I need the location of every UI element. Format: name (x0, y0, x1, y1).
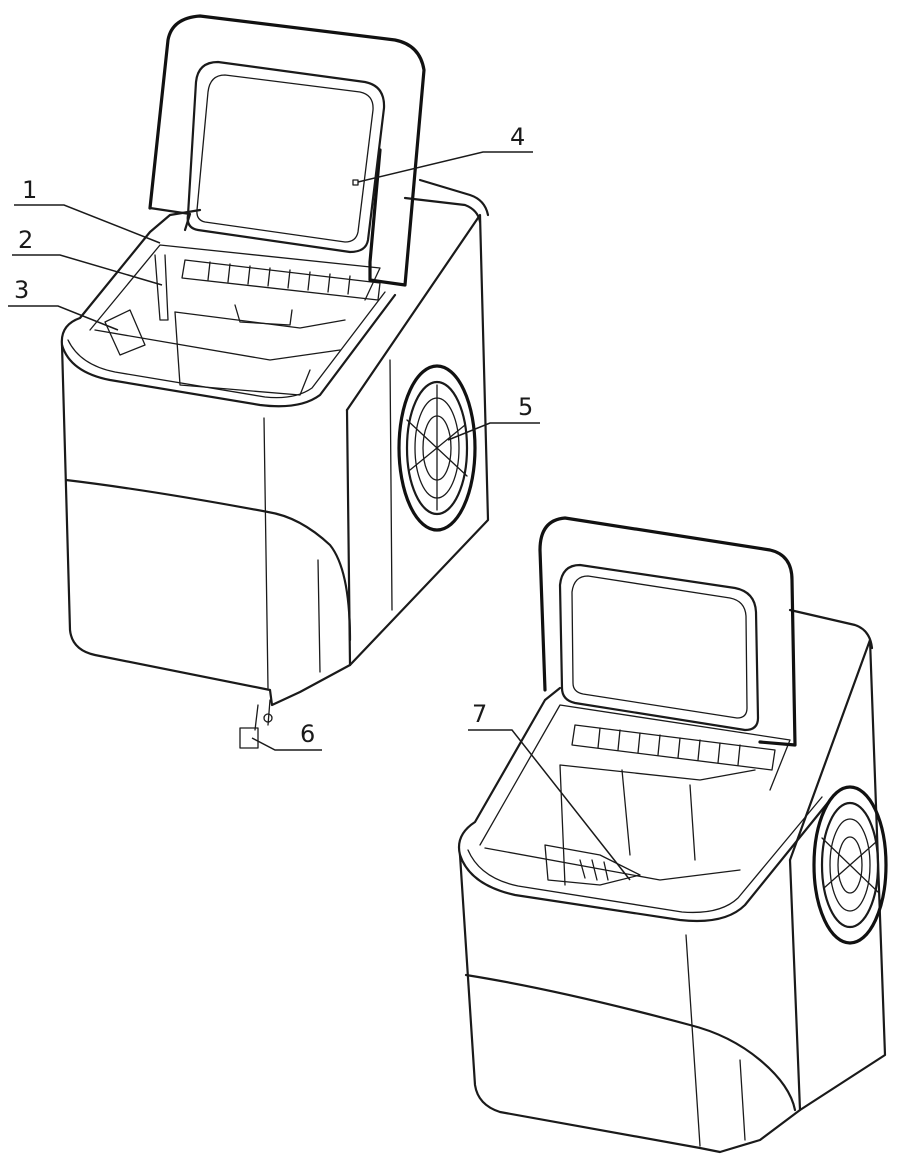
callout-4-label: 4 (510, 123, 525, 151)
callout-2: 2 (12, 226, 163, 286)
callout-1: 1 (14, 176, 161, 244)
callout-1-label: 1 (22, 176, 37, 204)
callout-3: 3 (8, 276, 119, 331)
callout-2-label: 2 (18, 226, 33, 254)
callout-7-label: 7 (472, 700, 487, 728)
cooling-fan (397, 364, 477, 532)
callout-4: 4 (357, 123, 533, 183)
callout-3-label: 3 (14, 276, 29, 304)
callout-7: 7 (468, 700, 631, 881)
drain-plug (239, 699, 273, 749)
lower-ice-maker (457, 516, 888, 1154)
callout-6: 6 (251, 720, 322, 751)
evaporator-fingers (207, 261, 351, 295)
callout-5: 5 (447, 393, 540, 441)
callout-6-label: 6 (300, 720, 315, 748)
upper-ice-maker (60, 14, 490, 749)
callout-5-label: 5 (518, 393, 533, 421)
